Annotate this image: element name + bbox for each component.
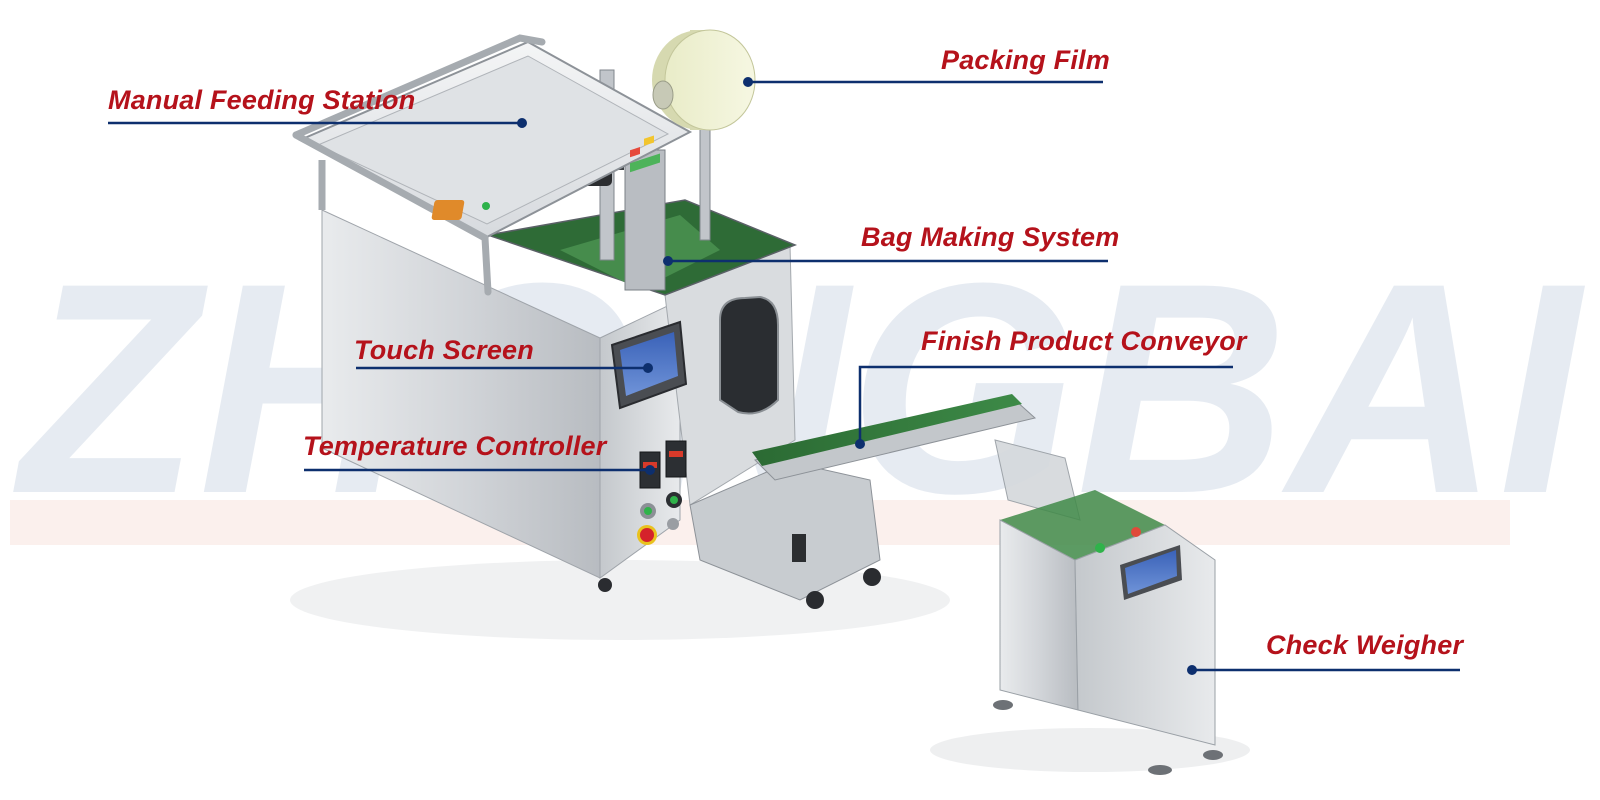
tray-railing (292, 34, 546, 139)
leader-conveyor (858, 365, 1233, 444)
leader-dots (517, 77, 1197, 675)
label-finish-product-conveyor: Finish Product Conveyor (921, 326, 1247, 356)
green-start-button-icon (640, 492, 682, 519)
label-manual-feeding-station: Manual Feeding Station (108, 85, 416, 115)
caster-wheel (806, 591, 824, 609)
leader-lines (108, 80, 1460, 672)
emergency-stop-button-icon (637, 518, 679, 545)
label-packing-film: Packing Film (941, 45, 1110, 75)
inspection-window (719, 295, 779, 415)
caster-wheel (863, 568, 881, 586)
main-machine (292, 29, 881, 609)
label-check-weigher: Check Weigher (1266, 630, 1464, 660)
finish-product-conveyor (752, 394, 1081, 521)
label-temperature-controller: Temperature Controller (303, 431, 607, 461)
tray-start-button-icon (431, 200, 490, 220)
floor-shadow-weigher (930, 728, 1250, 772)
label-touch-screen: Touch Screen (354, 335, 534, 365)
leveling-feet (993, 700, 1223, 775)
film-roll-icon (652, 29, 756, 131)
label-bag-making-system: Bag Making System (861, 222, 1120, 252)
check-weigher (993, 490, 1223, 775)
